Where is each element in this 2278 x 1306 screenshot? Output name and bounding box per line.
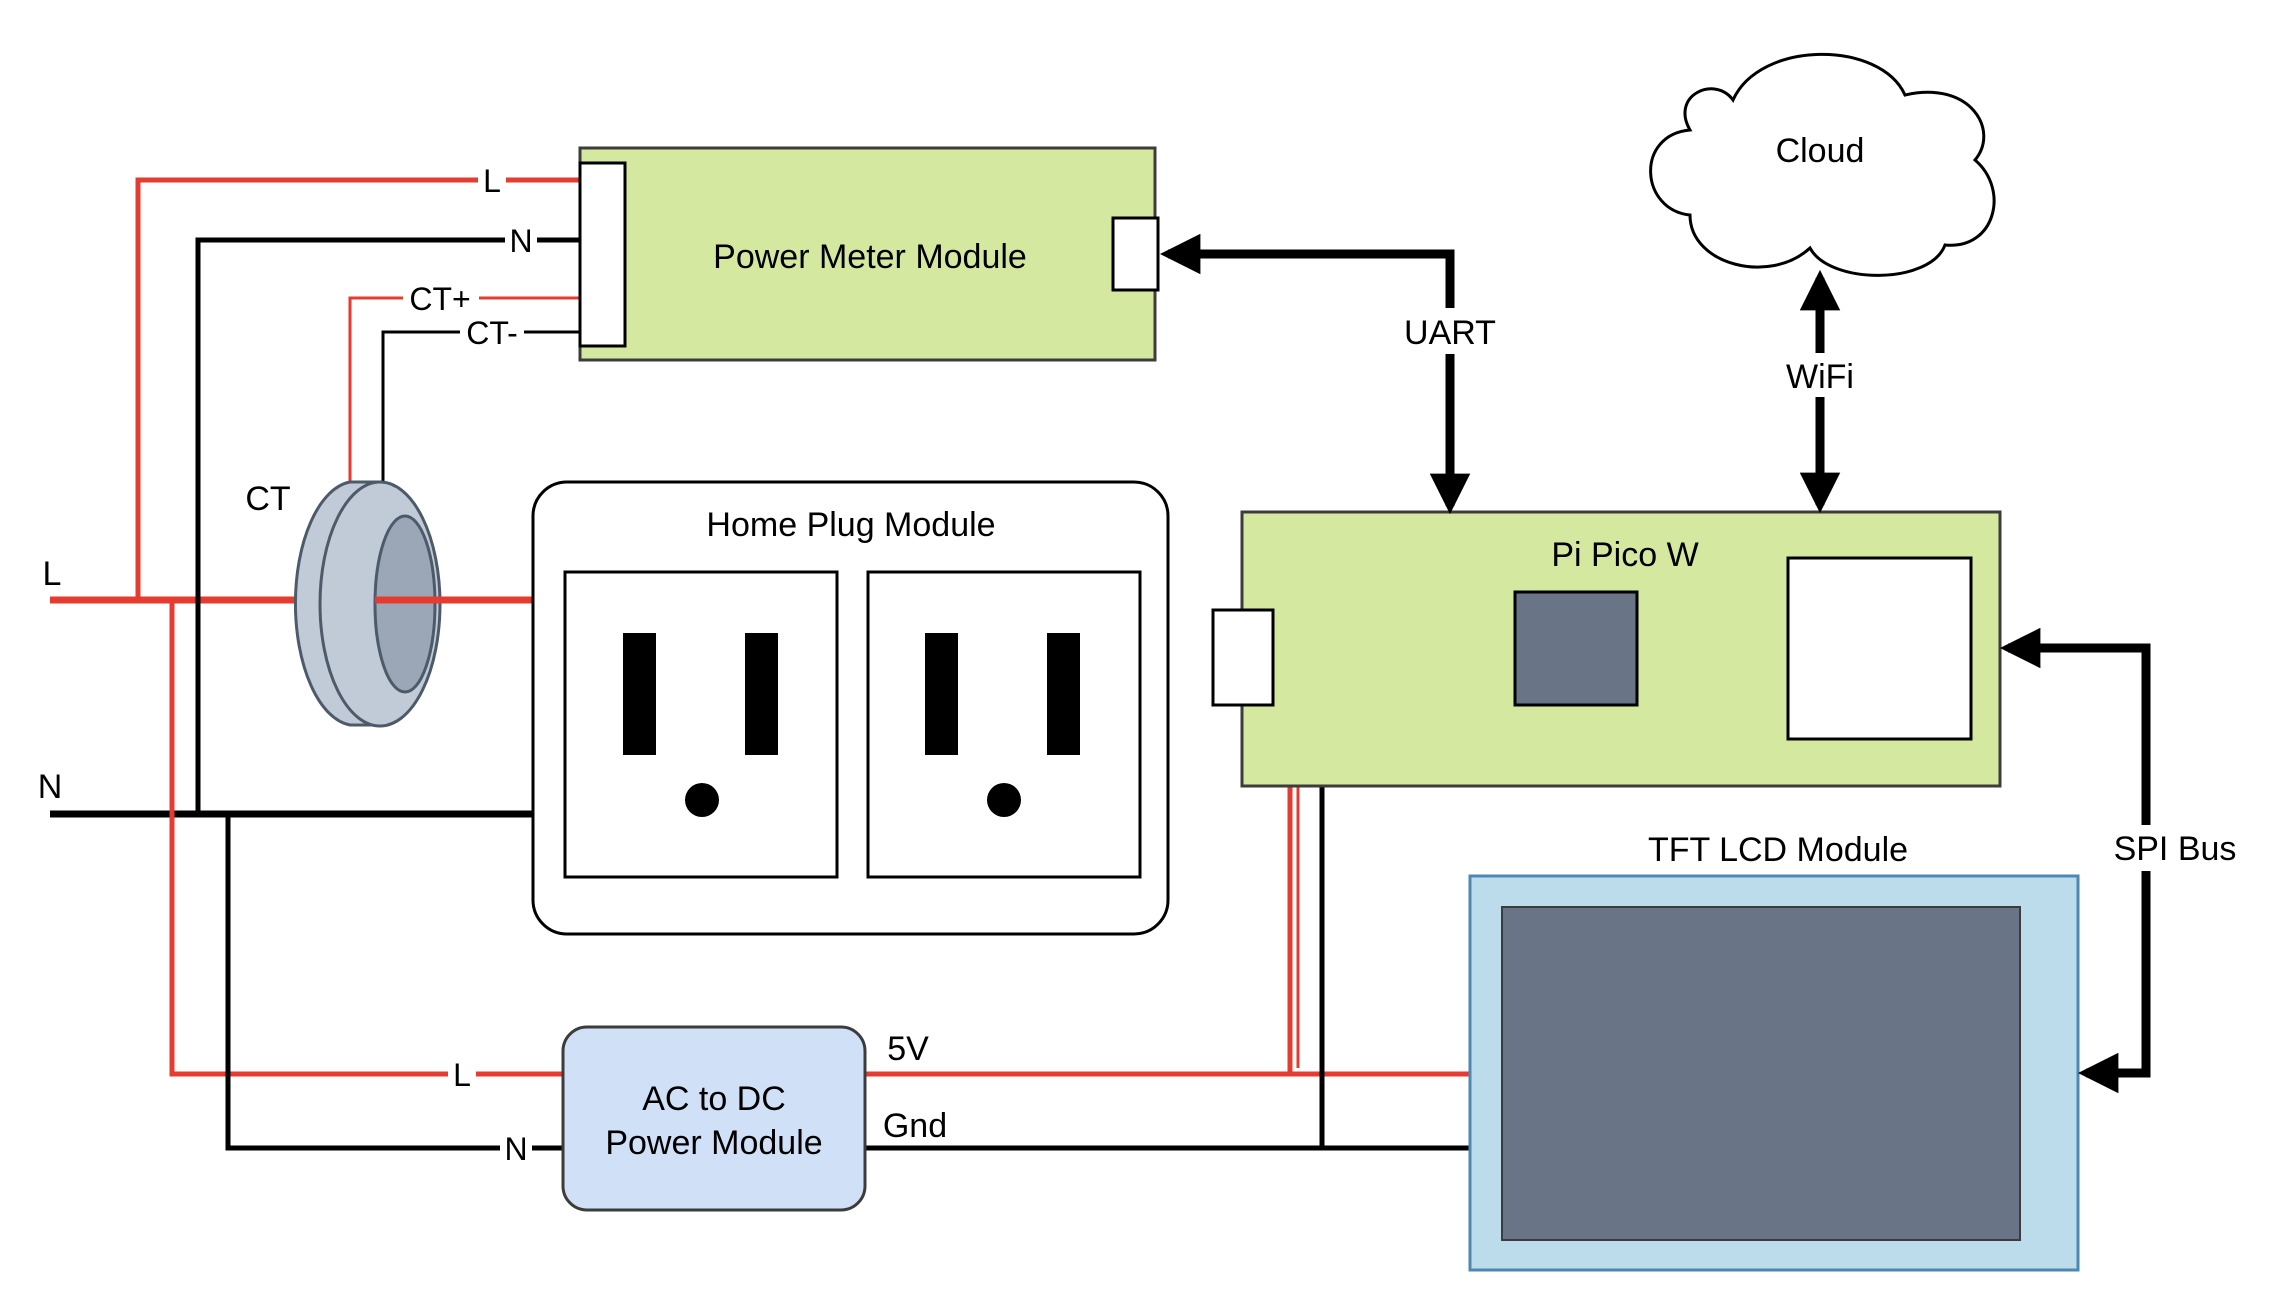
ct-minus-wire (381, 330, 580, 488)
acdc-title-line1: AC to DC (642, 1080, 786, 1118)
ct-plus-label: CT+ (409, 281, 470, 317)
mains-neutral-label: N (38, 768, 63, 806)
ct-sensor (293, 480, 533, 728)
meter-neutral-wire (195, 237, 580, 814)
pico-title: Pi Pico W (1551, 536, 1698, 574)
acdc-module (561, 1025, 867, 1212)
ct-minus-label: CT- (466, 315, 518, 351)
pico-usb-port (1211, 608, 1275, 707)
meter-live-wire (135, 177, 580, 600)
acdc-live-wire (169, 600, 563, 1077)
power-meter-uart-port (1111, 216, 1160, 292)
cloud-label: Cloud (1776, 132, 1865, 170)
uart-label: UART (1404, 314, 1496, 352)
acdc-neutral-label: N (504, 1131, 527, 1167)
power-meter-title: Power Meter Module (713, 238, 1027, 276)
power-meter-terminal-block (578, 161, 627, 348)
out-gnd-label: Gnd (883, 1107, 947, 1145)
cloud-shape (1649, 52, 1996, 277)
pico-wifi-module (1786, 556, 1973, 741)
pico-chip (1513, 590, 1639, 707)
uart-bus-arrow (1159, 233, 1471, 515)
meter-neutral-label: N (509, 223, 532, 259)
ct-plus-wire (348, 296, 580, 488)
tft-title: TFT LCD Module (1648, 831, 1908, 869)
acdc-neutral-wire (225, 814, 563, 1151)
home-plug-title: Home Plug Module (706, 506, 995, 544)
outlet-right (866, 570, 1142, 879)
acdc-title-line2: Power Module (605, 1124, 822, 1162)
tft-lcd-screen (1501, 906, 2021, 1241)
mains-live-label: L (43, 555, 62, 593)
outlet-left (563, 570, 839, 879)
spi-label: SPI Bus (2114, 830, 2237, 868)
power-meter-module (578, 146, 1157, 362)
acdc-live-label: L (453, 1057, 471, 1093)
meter-live-label: L (483, 163, 501, 199)
wifi-label: WiFi (1786, 358, 1854, 396)
out-5v-label: 5V (887, 1030, 929, 1068)
ct-label: CT (245, 480, 290, 518)
